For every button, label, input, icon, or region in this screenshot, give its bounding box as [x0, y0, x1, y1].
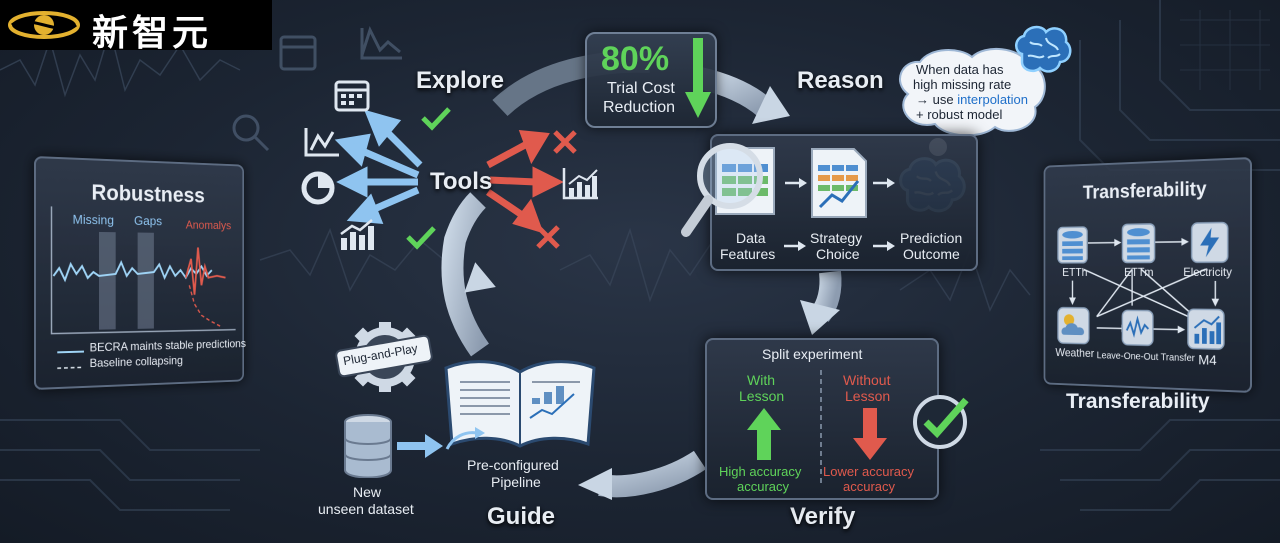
arrow-right-icon	[785, 178, 807, 188]
robustness-legend2: Baseline collapsing	[89, 353, 183, 371]
transferability-panel: Transferability	[1043, 157, 1252, 393]
pipeline-line2: Pipeline	[491, 474, 541, 490]
tools-rays	[334, 109, 564, 234]
line-chart-icon	[304, 128, 339, 157]
cost-reduction-line2: Reduction	[603, 99, 676, 116]
arrow-down-icon	[685, 38, 711, 118]
logo-emblem-icon	[8, 11, 80, 39]
check-icon-2	[406, 226, 436, 250]
weather-icon	[1057, 307, 1090, 345]
arrow-right-icon-3	[784, 241, 806, 251]
pipeline-line1: Pre-configured	[467, 457, 559, 473]
dataset-line2: unseen dataset	[318, 501, 414, 517]
reason-step1-line2: Features	[720, 246, 776, 262]
verify-with-line1: With	[747, 372, 775, 388]
thought-line3-highlight: interpolation	[957, 92, 1029, 107]
robustness-legend1: BECRA maints stable predictions	[89, 336, 246, 355]
thought-line1: When data has	[916, 62, 1004, 77]
robustness-title: Robustness	[91, 179, 205, 208]
check-icon	[421, 107, 451, 131]
m4-chart-icon	[1187, 308, 1225, 350]
transfer-electricity-label: Electricity	[1183, 265, 1232, 279]
cross-icon	[553, 130, 577, 154]
verify-with-line2: Lesson	[739, 388, 785, 404]
cost-reduction-card: 80% Trial Cost Reduction	[585, 32, 717, 128]
cross-icon-2	[536, 225, 560, 249]
thought-line4: + robust model	[916, 107, 1003, 122]
stage-reason-label: Reason	[797, 67, 884, 94]
verify-without-line1: Without	[843, 372, 891, 388]
cost-reduction-value: 80%	[601, 40, 670, 78]
pipeline-arrow-icon	[445, 427, 485, 450]
verify-panel: Split experiment With Lesson Without Les…	[705, 338, 939, 500]
reason-step2-line2: Choice	[816, 246, 860, 262]
transfer-etth-label: ETTh	[1062, 265, 1088, 279]
cost-reduction-line1: Trial Cost	[607, 80, 675, 97]
robustness-chart	[48, 206, 238, 335]
reason-step2-line1: Strategy	[810, 230, 863, 246]
verify-high-line2: accuracy	[737, 479, 790, 494]
verify-divider	[820, 370, 822, 484]
robustness-gaps-label: Gaps	[134, 213, 163, 229]
verify-without-line2: Lesson	[845, 388, 891, 404]
verify-high-line1: High accuracy	[719, 464, 802, 479]
transfer-ettm-label: ETTm	[1124, 265, 1154, 279]
transfer-chart-icon	[1121, 309, 1153, 346]
stage-verify-label: Verify	[790, 503, 856, 530]
verify-title: Split experiment	[762, 346, 863, 362]
arrow-right-icon-4	[873, 241, 895, 251]
reason-step3-line2: Outcome	[903, 246, 960, 262]
check-circle-icon	[913, 395, 969, 449]
reason-step1-line1: Data	[736, 230, 766, 246]
dataset-arrow-icon	[397, 434, 443, 458]
stage-explore-label: Explore	[416, 67, 505, 94]
database-icon	[1057, 226, 1088, 264]
robustness-missing-label: Missing	[72, 211, 114, 228]
robustness-panel: Robustness Missing Gaps Anomalys BECRA m…	[34, 156, 246, 390]
legend-solid-line	[57, 349, 84, 356]
brain-icon	[1015, 25, 1072, 73]
book-icon	[444, 360, 596, 448]
transferability-caption: Transferability	[1066, 390, 1210, 413]
verify-low-line2: accuracy	[843, 479, 896, 494]
strategy-sheet-icon	[811, 148, 867, 218]
thought-line3: → use interpolation	[916, 92, 1028, 107]
pie-chart-icon	[301, 171, 335, 205]
bar-chart-icon-2	[562, 168, 598, 200]
magnifier-icon	[681, 143, 775, 237]
arrow-down-icon-2	[853, 408, 887, 460]
dataset-line1: New	[353, 484, 382, 500]
dataset-database-icon	[344, 414, 392, 478]
logo: 新智元	[0, 0, 272, 54]
verify-low-line1: Lower accuracy	[823, 464, 915, 479]
legend-dashed-line	[57, 364, 84, 371]
arrow-up-icon	[747, 408, 781, 460]
transfer-m4-label: M4	[1198, 351, 1217, 368]
bar-chart-icon	[340, 219, 374, 250]
stage-guide-label: Guide	[487, 503, 556, 530]
tools-label: Tools	[430, 168, 493, 195]
thought-line2: high missing rate	[913, 77, 1012, 92]
transfer-weather-label: Weather	[1055, 345, 1095, 360]
arrow-right-icon-2	[873, 178, 895, 188]
logo-text: 新智元	[92, 13, 213, 54]
robustness-anomalys-label: Anomalys	[185, 218, 232, 233]
calendar-icon	[334, 80, 370, 112]
database-icon-2	[1121, 223, 1155, 264]
thought-line3-prefix: → use	[916, 92, 958, 107]
electricity-icon	[1191, 221, 1229, 263]
reason-step3-line1: Prediction	[900, 230, 963, 246]
